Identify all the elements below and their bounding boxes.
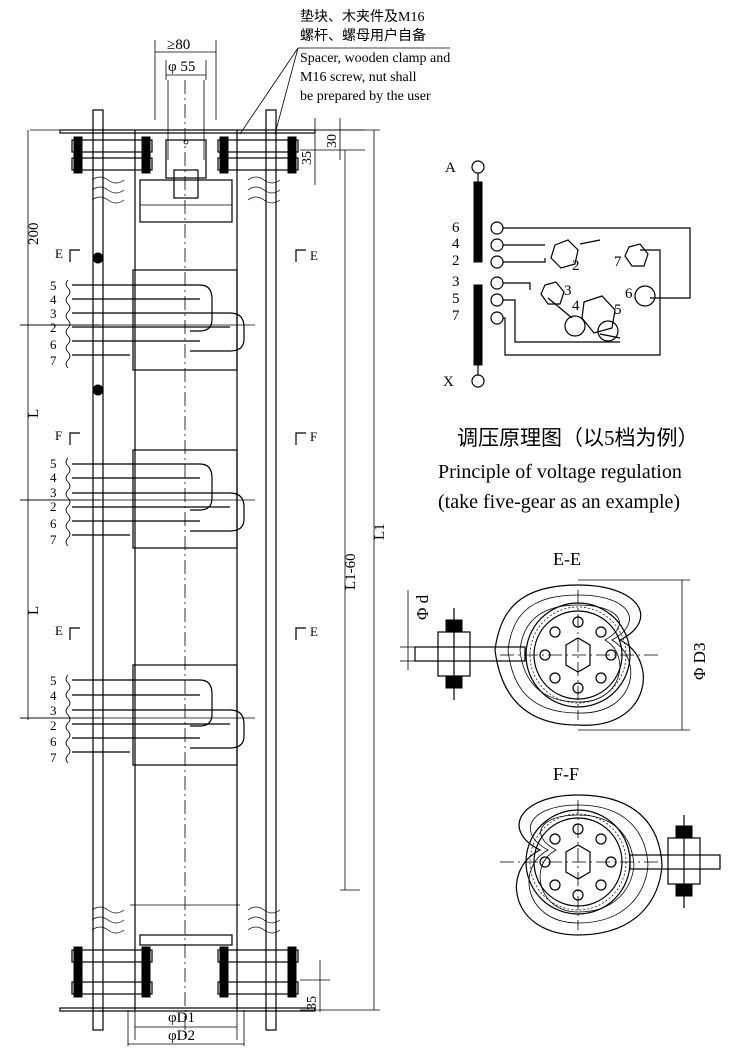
sec-F-right: F [310, 429, 317, 444]
tap-group-2: 5 4 3 2 6 7 [20, 449, 255, 549]
dim-200: 200 [26, 223, 42, 246]
bottom-clamp-right [217, 906, 299, 998]
ee-phi-d: Φ d [413, 594, 432, 620]
dim-D1: φD1 [168, 1010, 195, 1026]
note-en-line1: Spacer, wooden clamp and [300, 51, 450, 66]
pt-5: 5 [452, 291, 460, 307]
note-zh-line1: 垫块、木夹件及M16 [300, 9, 424, 25]
tap1-2: 2 [50, 320, 57, 335]
terminal-X: X [443, 374, 454, 390]
tap3-4: 4 [50, 688, 57, 703]
principle-caption-zh: 调压原理图（以5档为例） [457, 426, 699, 450]
tap1-4: 4 [50, 292, 57, 307]
tap3-2: 2 [50, 718, 57, 733]
principle-caption-en1: Principle of voltage regulation [438, 461, 682, 483]
section-markers: E E F F E E [55, 246, 318, 640]
sec-E-low-right: E [310, 624, 318, 639]
dim-35-top: 35 [300, 151, 315, 165]
main-elevation: ≥80 φ 55 [20, 37, 388, 1046]
contact-2: 2 [572, 258, 580, 274]
tap3-3: 3 [50, 703, 57, 718]
contact-7: 7 [614, 254, 622, 270]
pt-2: 2 [452, 253, 460, 269]
pt-4: 4 [452, 236, 460, 252]
note-en-line2: M16 screw, nut shall [300, 70, 417, 85]
pt-6: 6 [452, 220, 460, 236]
tap2-3: 3 [50, 485, 57, 500]
pt-3: 3 [452, 274, 460, 290]
section-FF: F-F [500, 764, 721, 936]
tap1-3: 3 [50, 306, 57, 321]
tap1-6: 6 [50, 337, 57, 352]
tap1-5: 5 [50, 278, 57, 293]
dim-L-b: L [26, 606, 42, 615]
top-clamp-right [217, 136, 299, 204]
tap3-5: 5 [50, 673, 57, 688]
terminal-A: A [445, 160, 456, 176]
tap3-6: 6 [50, 734, 57, 749]
tap-group-3: 5 4 3 2 6 7 [20, 664, 255, 766]
dim-30: 30 [325, 134, 340, 148]
section-EE: E-E Φ D3 Φ d [400, 549, 709, 731]
principle-caption-en2: (take five-gear as an example) [438, 491, 680, 513]
tap2-5: 5 [50, 456, 57, 471]
supply-note: 垫块、木夹件及M16 螺杆、螺母用户自备 Spacer, wooden clam… [239, 9, 450, 135]
tap3-7: 7 [50, 750, 57, 765]
sec-E-top-right: E [310, 248, 318, 263]
tap2-7: 7 [50, 532, 57, 547]
sec-F-left: F [55, 428, 62, 443]
dim-L1: L1 [372, 523, 388, 540]
top-clamp-left [71, 136, 153, 204]
note-en-line3: be prepared by the user [300, 89, 431, 104]
tap-group-1: 5 4 3 2 6 7 [20, 252, 255, 396]
tap2-6: 6 [50, 516, 57, 531]
pt-7: 7 [452, 308, 460, 324]
dim-L-a: L [26, 409, 42, 418]
tap2-2: 2 [50, 499, 57, 514]
dim-35-bottom: 35 [305, 996, 320, 1010]
dim-top-width: ≥80 [167, 37, 190, 53]
contact-5: 5 [614, 302, 622, 318]
principle-diagram: A X 6 4 2 3 5 7 2 3 4 5 [438, 160, 699, 513]
bottom-clamp-left [71, 906, 153, 998]
contact-4: 4 [572, 298, 580, 314]
ff-title: F-F [553, 764, 579, 784]
contact-6: 6 [625, 286, 633, 302]
tap2-4: 4 [50, 470, 57, 485]
sec-E-top-left: E [55, 246, 63, 261]
contact-3: 3 [564, 283, 572, 299]
tap1-7: 7 [50, 353, 57, 368]
ee-title: E-E [553, 549, 581, 569]
note-zh-line2: 螺杆、螺母用户自备 [300, 27, 426, 44]
sec-E-low-left: E [55, 623, 63, 638]
dim-top-dia: φ 55 [168, 59, 195, 75]
ee-phi-D3: Φ D3 [690, 643, 709, 680]
dim-L1-60: L1-60 [343, 553, 359, 590]
dim-D2: φD2 [168, 1028, 195, 1044]
